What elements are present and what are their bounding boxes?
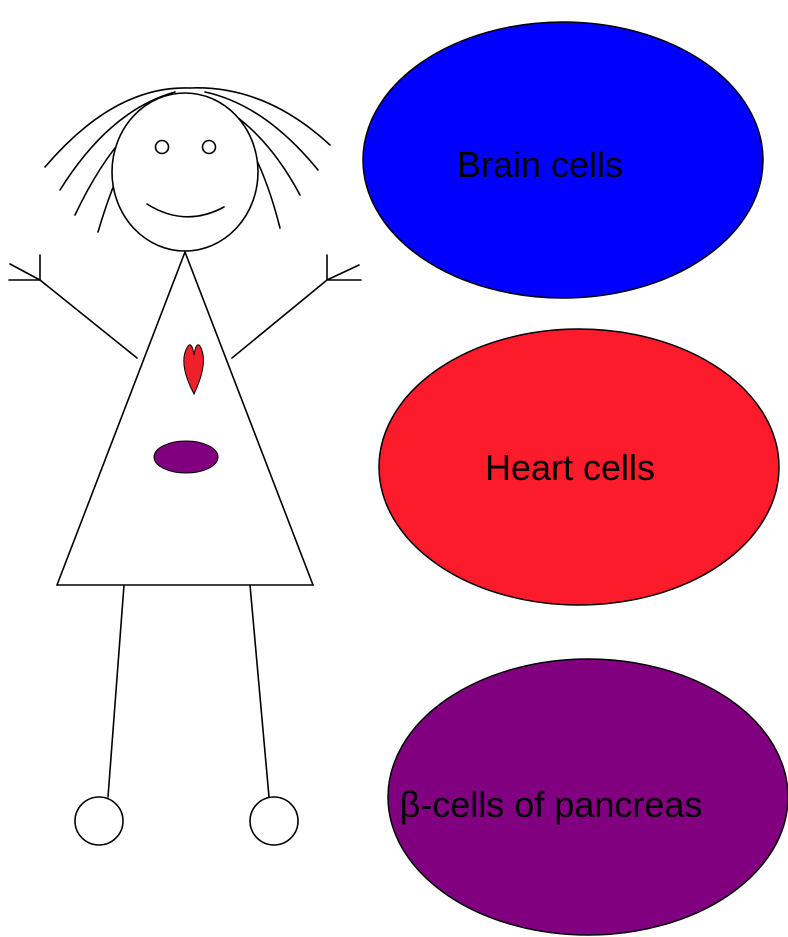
dress-body <box>57 252 313 585</box>
brain-cells-label: Brain cells <box>457 144 623 185</box>
beta-cells-label: β-cells of pancreas <box>400 784 703 825</box>
right-hand-finger-1 <box>327 265 359 280</box>
brain-cells-group: Brain cells <box>363 22 763 298</box>
head <box>112 93 258 251</box>
right-leg <box>250 585 269 797</box>
left-hand-finger-1 <box>10 264 40 280</box>
left-arm <box>40 280 137 358</box>
right-arm <box>232 280 327 358</box>
left-foot <box>75 797 123 845</box>
right-foot <box>250 797 298 845</box>
pancreas-icon <box>154 441 218 473</box>
heart-cells-label: Heart cells <box>485 447 655 488</box>
left-leg <box>108 585 124 797</box>
beta-cells-group: β-cells of pancreas <box>388 659 788 935</box>
heart-cells-group: Heart cells <box>379 329 779 605</box>
